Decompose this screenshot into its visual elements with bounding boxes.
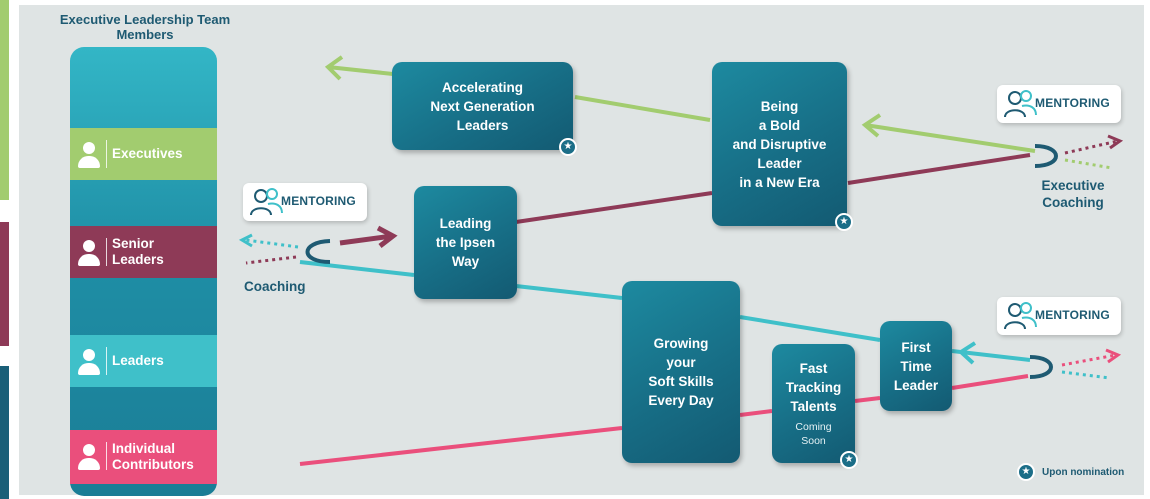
program-line: Way <box>451 254 480 269</box>
pink-dotted-right <box>1061 353 1117 367</box>
legend: ★ Upon nomination <box>1017 463 1124 481</box>
program-line: Being <box>760 98 799 114</box>
program-line: Leading <box>439 216 492 231</box>
star-icon: ★ <box>559 138 577 156</box>
program-fast-tracking[interactable]: Fast Tracking Talents Coming Soon <box>772 344 855 463</box>
mentoring-label: MENTORING <box>1035 96 1110 110</box>
executives-color-strip <box>0 0 9 200</box>
maroon-dotted-left <box>245 255 297 265</box>
pink-dotted-arrow-head <box>1105 348 1122 364</box>
teal-connector-right <box>739 315 881 342</box>
teal-connector-left <box>299 260 415 277</box>
program-line: Accelerating <box>441 79 524 95</box>
legend-label: Upon nomination <box>1042 466 1125 478</box>
green-connector-right <box>864 123 1036 153</box>
teal-dotted-left <box>245 238 299 249</box>
green-arrow-head-right <box>861 113 882 138</box>
teal-connector-far-right <box>951 349 1031 362</box>
mentoring-people-icon <box>1004 302 1037 330</box>
level-divider <box>106 347 107 375</box>
level-executives: Executives <box>70 128 217 180</box>
program-soft-skills[interactable]: Growing your Soft Skills Every Day <box>622 281 740 463</box>
person-icon <box>78 349 100 377</box>
teal-dotted-right <box>1061 370 1111 380</box>
pink-connector-left <box>299 426 623 466</box>
maroon-connector-right <box>847 153 1031 185</box>
pink-connector-middle <box>739 409 773 417</box>
star-icon: ★ <box>835 213 853 231</box>
star-icon: ★ <box>840 451 858 469</box>
program-line: in a New Era <box>739 174 820 190</box>
program-line: your <box>666 355 696 370</box>
program-line: Next Generation <box>430 98 535 114</box>
teal-connector-middle <box>515 284 623 300</box>
program-line: Leader <box>757 155 802 171</box>
program-first-time-leader[interactable]: First Time Leader <box>880 321 952 411</box>
green-connector-left <box>327 65 394 76</box>
star-icon: ★ <box>1017 463 1035 481</box>
level-label: Executives <box>112 146 183 161</box>
person-icon <box>78 142 100 170</box>
level-divider <box>106 140 107 168</box>
level-senior-leaders: Senior Leaders <box>70 226 217 278</box>
program-line: Fast <box>799 361 828 376</box>
program-line: Time <box>900 358 932 374</box>
program-line: a Bold <box>758 117 801 133</box>
mentoring-badge-left: MENTORING <box>243 183 367 221</box>
coming-soon-note: Coming Soon <box>795 421 832 447</box>
maroon-dotted-arrow-head <box>1107 134 1124 150</box>
level-leaders: Leaders <box>70 335 217 387</box>
level-individual-contributors: Individual Contributors <box>70 430 217 484</box>
program-line: Leaders <box>456 117 509 133</box>
level-divider <box>106 238 107 266</box>
mentoring-badge-bottom-right: MENTORING <box>997 297 1121 335</box>
green-dotted-right <box>1064 158 1113 170</box>
maroon-connector-left <box>339 233 393 246</box>
person-icon <box>78 444 100 472</box>
leadership-title: Executive Leadership Team Members <box>59 12 231 42</box>
teal-dotted-arrow-head <box>238 233 253 248</box>
level-divider <box>106 442 107 470</box>
lower-coaching-hook <box>1029 355 1053 379</box>
maroon-connector-middle <box>515 191 713 224</box>
executive-coaching-caption: Executive Coaching <box>1041 178 1105 210</box>
program-line: the Ipsen <box>435 235 496 250</box>
teal-arrow-head <box>957 341 977 365</box>
program-line: Talents <box>790 399 837 414</box>
mentoring-people-icon <box>1004 90 1037 118</box>
green-connector-middle <box>574 95 711 122</box>
person-icon <box>78 240 100 268</box>
executive-coaching-hook <box>1034 144 1058 168</box>
program-line: Growing <box>653 336 709 351</box>
program-accelerating[interactable]: Accelerating Next Generation Leaders <box>392 62 573 150</box>
program-line: and Disruptive <box>732 136 827 152</box>
coaching-hook <box>305 239 331 264</box>
level-label: Senior Leaders <box>112 236 164 267</box>
program-ipsen-way[interactable]: Leading the Ipsen Way <box>414 186 517 299</box>
senior-leaders-color-strip <box>0 222 9 346</box>
maroon-dotted-right <box>1064 139 1119 155</box>
pink-connector-right <box>951 374 1029 390</box>
level-label: Individual Contributors <box>112 441 194 472</box>
program-line: Tracking <box>785 380 842 395</box>
mentoring-label: MENTORING <box>281 194 356 208</box>
mentoring-people-icon <box>250 188 283 216</box>
green-arrow-head-left <box>324 55 344 81</box>
maroon-arrow-head <box>376 225 398 248</box>
coaching-caption: Coaching <box>244 279 306 294</box>
program-line: Leader <box>893 377 939 393</box>
program-line: Every Day <box>648 393 714 408</box>
level-label: Leaders <box>112 353 164 368</box>
mentoring-label: MENTORING <box>1035 308 1110 322</box>
program-line: First <box>901 339 931 355</box>
program-line: Soft Skills <box>648 374 714 389</box>
leaders-color-strip <box>0 366 9 499</box>
mentoring-badge-top-right: MENTORING <box>997 85 1121 123</box>
pink-connector-near-first <box>854 396 881 403</box>
program-bold-disruptive[interactable]: Being a Bold and Disruptive Leader in a … <box>712 62 847 226</box>
